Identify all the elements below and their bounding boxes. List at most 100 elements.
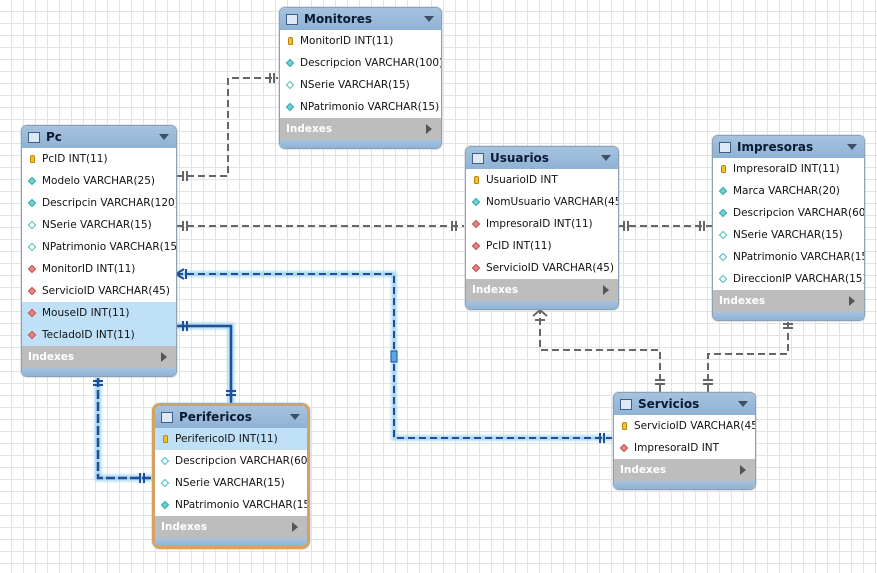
column-label: NPatrimonio VARCHAR(15) xyxy=(42,241,177,253)
nullable-icon xyxy=(26,242,38,252)
indexes-section[interactable]: Indexes xyxy=(466,279,618,301)
column-row[interactable]: ImpresoraID INT xyxy=(614,437,755,459)
column-row[interactable]: DireccionIP VARCHAR(15) xyxy=(713,268,864,290)
table-footer xyxy=(22,368,176,376)
column-row[interactable]: NPatrimonio VARCHAR(15) xyxy=(22,236,176,258)
column-label: Descripcion VARCHAR(100) xyxy=(300,57,442,69)
indexes-section[interactable]: Indexes xyxy=(22,346,176,368)
table-header[interactable]: Perifericos xyxy=(155,406,307,428)
column-row[interactable]: ServicioID VARCHAR(45) xyxy=(466,257,618,279)
column-label: MonitorID INT(11) xyxy=(42,263,136,275)
primary-key-icon xyxy=(618,422,630,430)
table-footer xyxy=(713,312,864,320)
rel-pc-monitores xyxy=(176,73,278,181)
expand-arrow-icon[interactable] xyxy=(849,296,855,306)
column-label: NPatrimonio VARCHAR(15) xyxy=(175,499,310,511)
column-row[interactable]: UsuarioID INT xyxy=(466,169,618,191)
table-header[interactable]: Servicios xyxy=(614,393,755,415)
indexes-label: Indexes xyxy=(286,123,333,135)
table-name: Impresoras xyxy=(737,140,814,154)
column-label: Modelo VARCHAR(25) xyxy=(42,175,156,187)
column-row[interactable]: Marca VARCHAR(20) xyxy=(713,180,864,202)
indexes-section[interactable]: Indexes xyxy=(614,459,755,481)
table-header[interactable]: Impresoras xyxy=(713,136,864,158)
table-icon xyxy=(286,13,298,25)
column-label: TecladoID INT(11) xyxy=(42,329,135,341)
expand-arrow-icon[interactable] xyxy=(161,352,167,362)
column-row[interactable]: MonitorID INT(11) xyxy=(22,258,176,280)
column-row[interactable]: NPatrimonio VARCHAR(15) xyxy=(713,246,864,268)
chevron-down-icon[interactable] xyxy=(738,401,748,407)
indexes-label: Indexes xyxy=(472,284,519,296)
column-label: Marca VARCHAR(20) xyxy=(733,185,840,197)
column-row[interactable]: NSerie VARCHAR(15) xyxy=(280,74,441,96)
column-row[interactable]: NSerie VARCHAR(15) xyxy=(713,224,864,246)
table-header[interactable]: Usuarios xyxy=(466,147,618,169)
column-row[interactable]: PerifericoID INT(11) xyxy=(155,428,307,450)
expand-arrow-icon[interactable] xyxy=(292,522,298,532)
indexes-section[interactable]: Indexes xyxy=(280,118,441,140)
foreign-key-icon xyxy=(26,264,38,274)
column-row[interactable]: NPatrimonio VARCHAR(15) xyxy=(155,494,307,516)
table-header[interactable]: Pc xyxy=(22,126,176,148)
indexes-label: Indexes xyxy=(620,464,667,476)
column-label: NPatrimonio VARCHAR(15) xyxy=(300,101,440,113)
column-label: PcID INT(11) xyxy=(42,153,108,165)
column-row[interactable]: Descripcin VARCHAR(120) xyxy=(22,192,176,214)
chevron-down-icon[interactable] xyxy=(847,144,857,150)
column-row[interactable]: ServicioID VARCHAR(45) xyxy=(22,280,176,302)
chevron-down-icon[interactable] xyxy=(290,414,300,420)
rel-pc-usuarios xyxy=(176,221,464,231)
column-row[interactable]: NSerie VARCHAR(15) xyxy=(22,214,176,236)
table-footer xyxy=(280,140,441,148)
column-row[interactable]: PcID INT(11) xyxy=(466,235,618,257)
rel-pc-perifericos xyxy=(176,321,236,403)
nullable-icon xyxy=(717,230,729,240)
foreign-key-icon xyxy=(470,241,482,251)
foreign-key-icon xyxy=(618,443,630,453)
column-row[interactable]: NPatrimonio VARCHAR(15) xyxy=(280,96,441,118)
column-row[interactable]: ServicioID VARCHAR(45) xyxy=(614,415,755,437)
expand-arrow-icon[interactable] xyxy=(740,465,746,475)
column-row[interactable]: NSerie VARCHAR(15) xyxy=(155,472,307,494)
table-name: Servicios xyxy=(638,397,700,411)
indexes-section[interactable]: Indexes xyxy=(713,290,864,312)
column-row[interactable]: Descripcion VARCHAR(100) xyxy=(280,52,441,74)
column-label: ServicioID VARCHAR(45) xyxy=(634,420,756,432)
not-null-icon xyxy=(159,500,171,510)
column-label: Descripcin VARCHAR(120) xyxy=(42,197,177,209)
column-row[interactable]: NomUsuario VARCHAR(45) xyxy=(466,191,618,213)
chevron-down-icon[interactable] xyxy=(601,155,611,161)
column-row[interactable]: MouseID INT(11) xyxy=(22,302,176,324)
chevron-down-icon[interactable] xyxy=(159,134,169,140)
chevron-down-icon[interactable] xyxy=(424,16,434,22)
column-row[interactable]: TecladoID INT(11) xyxy=(22,324,176,346)
column-label: ServicioID VARCHAR(45) xyxy=(486,262,614,274)
not-null-icon xyxy=(26,198,38,208)
column-label: ImpresoraID INT(11) xyxy=(733,163,840,175)
indexes-section[interactable]: Indexes xyxy=(155,516,307,538)
column-label: ServicioID VARCHAR(45) xyxy=(42,285,170,297)
table-name: Monitores xyxy=(304,12,373,26)
rel-usuarios-impresoras xyxy=(618,221,712,231)
not-null-icon xyxy=(470,197,482,207)
expand-arrow-icon[interactable] xyxy=(603,285,609,295)
column-row[interactable]: Descripcion VARCHAR(60) xyxy=(713,202,864,224)
primary-key-icon xyxy=(717,165,729,173)
column-row[interactable]: ImpresoraID INT(11) xyxy=(713,158,864,180)
expand-arrow-icon[interactable] xyxy=(426,124,432,134)
nullable-icon xyxy=(284,80,296,90)
table-header[interactable]: Monitores xyxy=(280,8,441,30)
column-row[interactable]: MonitorID INT(11) xyxy=(280,30,441,52)
column-row[interactable]: ImpresoraID INT(11) xyxy=(466,213,618,235)
column-row[interactable]: Modelo VARCHAR(25) xyxy=(22,170,176,192)
table-icon xyxy=(28,131,40,143)
column-row[interactable]: Descripcion VARCHAR(60) xyxy=(155,450,307,472)
column-row[interactable]: PcID INT(11) xyxy=(22,148,176,170)
